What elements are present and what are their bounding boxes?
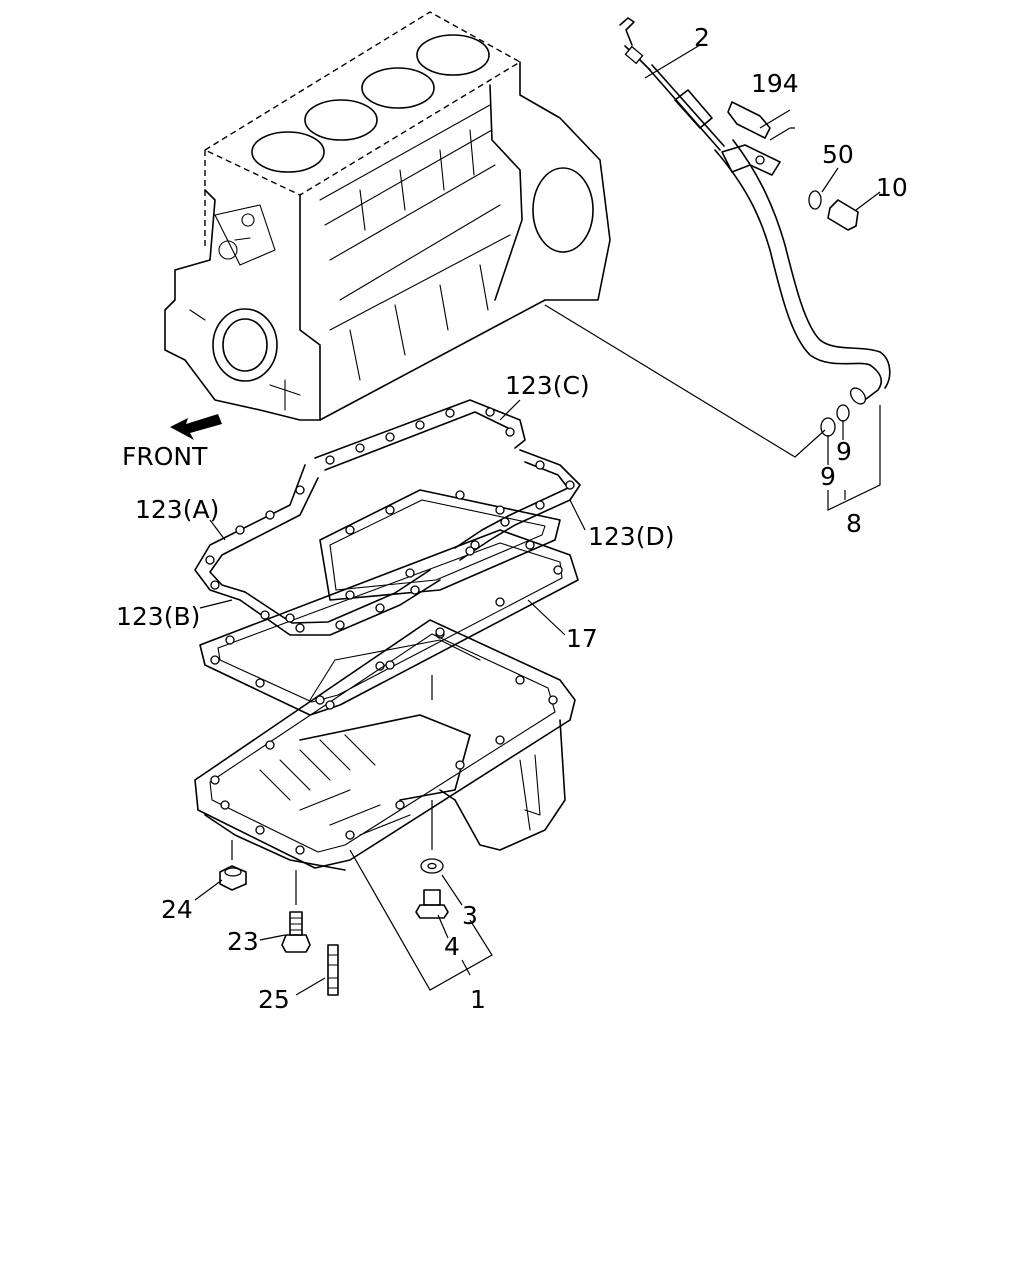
leader-lines: [194, 44, 881, 996]
callout-23: 23: [227, 927, 259, 956]
dipstick-assembly: [619, 17, 891, 437]
engine-block: [164, 11, 611, 421]
callout-24: 24: [161, 895, 193, 924]
front-arrow-icon: [170, 414, 222, 440]
front-label: FRONT: [122, 442, 208, 471]
callout-123d: 123(D): [588, 522, 674, 551]
callout-9-left: 9: [820, 462, 836, 491]
callout-1: 1: [470, 985, 486, 1014]
callout-labels: 2 194 50 10 123(C) 123(A) 123(D) 123(B) …: [116, 23, 908, 1014]
drain-plug-and-bolts: [219, 858, 449, 996]
callout-123c: 123(C): [505, 371, 590, 400]
front-indicator: FRONT: [122, 414, 222, 471]
callout-123a: 123(A): [135, 495, 219, 524]
callout-123b: 123(B): [116, 602, 200, 631]
gasket-set: [194, 399, 581, 636]
oil-pan-gasket: [199, 529, 579, 716]
callout-3: 3: [462, 901, 478, 930]
callout-194: 194: [751, 69, 799, 98]
callout-17: 17: [566, 624, 598, 653]
callout-25: 25: [258, 985, 290, 1014]
callout-2: 2: [694, 23, 710, 52]
callout-8: 8: [846, 509, 862, 538]
callout-4: 4: [444, 932, 460, 961]
callout-9-right: 9: [836, 437, 852, 466]
oil-pan: [194, 619, 576, 871]
callout-10: 10: [876, 173, 908, 202]
callout-50: 50: [822, 140, 854, 169]
